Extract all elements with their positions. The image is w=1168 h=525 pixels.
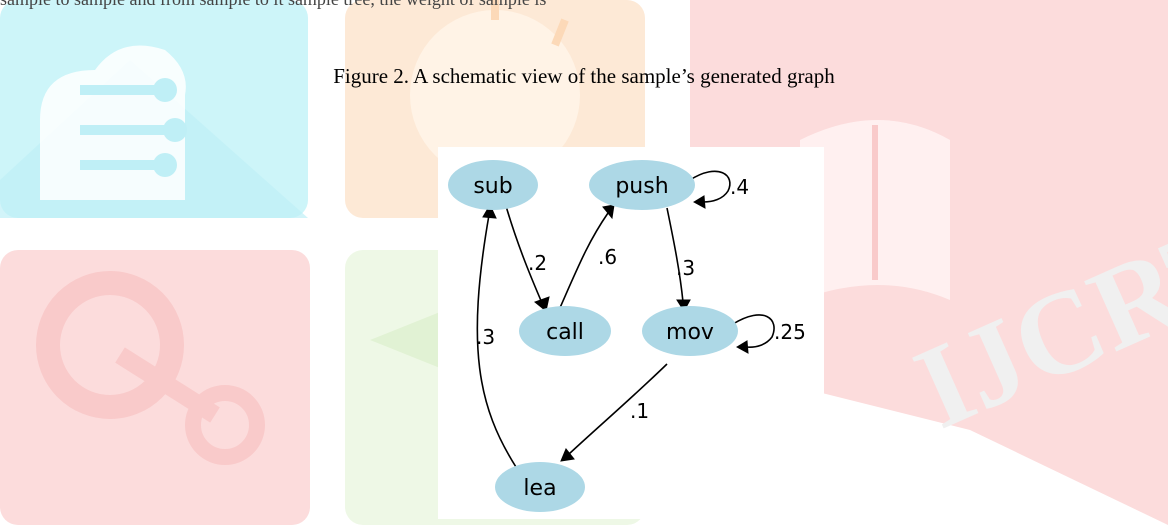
lightbulb-icon (410, 10, 580, 180)
gear-logo-tile (0, 250, 310, 525)
svg-text:sub: sub (473, 174, 512, 199)
edge-mov-mov: .25 (732, 314, 806, 354)
edge-label-push-push: .4 (730, 175, 749, 199)
graph-figure: .2 .6 .4 .3 .25 .1 . (438, 147, 824, 519)
edge-label-call-push: .6 (598, 245, 617, 269)
node-sub: sub (448, 160, 538, 210)
svg-text:mov: mov (666, 320, 714, 345)
edge-mov-lea: .1 (560, 363, 668, 462)
node-push: push (589, 160, 695, 210)
node-call: call (519, 306, 611, 356)
cloud-circuit-icon (40, 45, 187, 200)
graph-diagram: .2 .6 .4 .3 .25 .1 . (448, 160, 806, 512)
edge-label-push-mov: .3 (676, 256, 695, 280)
edge-label-lea-sub: .3 (476, 325, 495, 349)
book-play-logo-tile (690, 0, 1168, 525)
edge-lea-sub: .3 (476, 203, 517, 468)
edge-push-mov: .3 (666, 207, 695, 312)
gear-icon (36, 271, 184, 419)
edge-push-push: .4 (689, 170, 749, 209)
svg-text:lea: lea (523, 476, 556, 501)
edge-sub-call: .2 (505, 205, 550, 312)
svg-text:call: call (546, 320, 584, 345)
node-lea: lea (495, 462, 585, 512)
figure-caption: Figure 2. A schematic view of the sample… (333, 64, 835, 88)
edge-label-mov-mov: .25 (774, 320, 806, 344)
cloud-circuit-logo-tile (0, 0, 308, 218)
edge-label-mov-lea: .1 (630, 399, 649, 423)
edge-call-push: .6 (558, 204, 617, 311)
svg-text:push: push (615, 174, 668, 199)
cutoff-body-text: sample to sample and from sample to it s… (0, 0, 1168, 11)
node-mov: mov (642, 306, 738, 356)
edge-label-sub-call: .2 (528, 251, 547, 275)
